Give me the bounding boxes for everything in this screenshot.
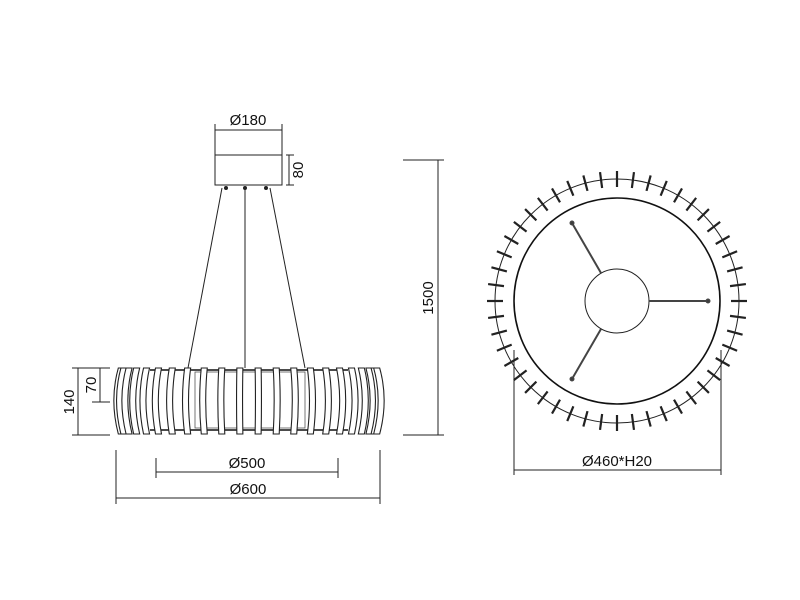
fin (645, 410, 652, 427)
fin (306, 367, 317, 435)
hub (584, 268, 650, 334)
side-view: Ø180 80 1500 (61, 112, 444, 504)
fin (630, 413, 636, 431)
fin (582, 410, 589, 427)
fin (659, 405, 668, 422)
fin (372, 367, 385, 435)
fin (551, 187, 561, 203)
fin (524, 380, 538, 394)
total-height-label: 1500 (420, 281, 437, 314)
canopy (214, 154, 283, 186)
fin (496, 250, 513, 259)
inner-ring (513, 197, 721, 405)
top-diameter-dimension: Ø460*H20 (513, 350, 722, 475)
canopy-diameter-label: Ø180 (230, 112, 267, 129)
fin (129, 367, 141, 435)
fin (503, 357, 519, 367)
fin (496, 343, 513, 352)
fin (121, 367, 133, 435)
fin (254, 367, 262, 435)
fin (645, 175, 652, 192)
fin (582, 175, 589, 192)
fin (217, 367, 226, 435)
fin (290, 367, 299, 435)
suspension-cables (187, 187, 306, 369)
spokes (569, 220, 711, 382)
fin (715, 357, 731, 367)
fin (726, 266, 743, 273)
fin (272, 367, 281, 435)
body-height-label: 140 (61, 389, 78, 414)
top-diameter-label: Ø460*H20 (582, 453, 652, 470)
fin (721, 343, 738, 352)
fin (322, 367, 332, 435)
fin (199, 367, 208, 435)
canopy-height-dimension: 80 (286, 154, 307, 186)
fin (729, 314, 747, 320)
fin (513, 369, 528, 382)
fin (166, 367, 176, 435)
fin (513, 220, 528, 233)
fin (696, 380, 710, 394)
fins (487, 171, 747, 431)
fin (551, 399, 561, 415)
fin (659, 180, 668, 197)
fin (566, 405, 575, 422)
fin (685, 390, 698, 405)
canopy-diameter-dimension: Ø180 (214, 112, 283, 155)
fin (630, 171, 636, 189)
fin (181, 367, 192, 435)
inner-diameter-label: Ø500 (229, 455, 266, 472)
fin (347, 367, 359, 435)
pendant-body (113, 367, 385, 435)
fin (715, 235, 731, 245)
fin (491, 266, 508, 273)
inner-height-label: 70 (83, 377, 100, 394)
fin (357, 367, 369, 435)
fin (487, 282, 505, 288)
fin (598, 171, 604, 189)
fin (673, 187, 683, 203)
fin (598, 413, 604, 431)
fin (487, 314, 505, 320)
fin (566, 180, 575, 197)
inner-diameter-dimension: Ø500 (155, 455, 339, 478)
fin (673, 399, 683, 415)
fin (524, 208, 538, 222)
canopy-height-label: 80 (290, 162, 307, 179)
fin (491, 329, 508, 336)
fin (721, 250, 738, 259)
top-view: Ø460*H20 (487, 171, 747, 475)
fin (503, 235, 519, 245)
fin (685, 197, 698, 212)
body-height-dimension: 140 70 (61, 367, 110, 436)
fin (706, 220, 721, 233)
fin (729, 282, 747, 288)
outer-diameter-label: Ø600 (230, 481, 267, 498)
total-height-dimension: 1500 (403, 159, 444, 436)
fin (726, 329, 743, 336)
fin (236, 367, 244, 435)
fin (706, 369, 721, 382)
outer-diameter-dimension: Ø600 (115, 450, 381, 504)
fin (536, 390, 549, 405)
fin (335, 367, 347, 435)
fin (151, 367, 163, 435)
fin (536, 197, 549, 212)
fin (696, 208, 710, 222)
fin (139, 367, 151, 435)
